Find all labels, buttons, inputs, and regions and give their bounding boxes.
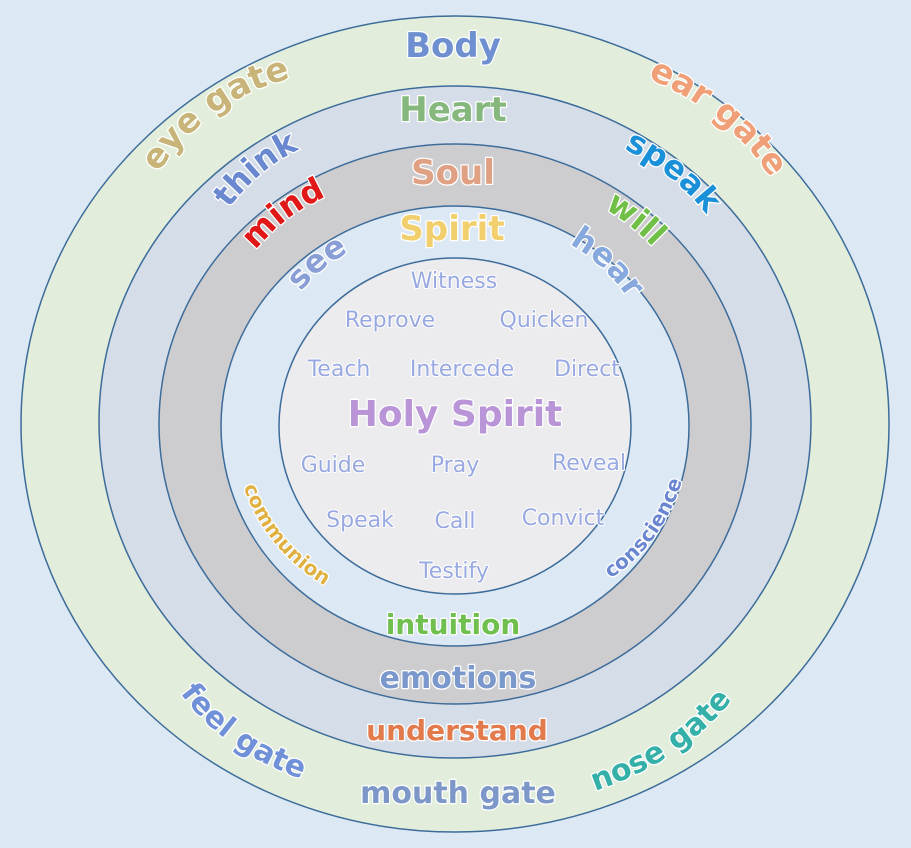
core-word: Teach bbox=[307, 357, 371, 382]
core-word: Pray bbox=[431, 453, 479, 478]
core-word: Convict bbox=[522, 506, 605, 531]
understand-label: understand bbox=[366, 714, 548, 747]
holy-spirit-title: Holy Spirit bbox=[348, 394, 563, 435]
rings bbox=[20, 15, 890, 833]
emotions-label: emotions bbox=[380, 661, 537, 696]
mouth-gate-label: mouth gate bbox=[360, 776, 556, 811]
body-title: Body bbox=[405, 26, 501, 66]
core-word: Guide bbox=[301, 453, 366, 478]
core-word: Reprove bbox=[345, 308, 435, 333]
core-word: Quicken bbox=[500, 308, 589, 333]
intuition-label: intuition bbox=[386, 608, 521, 641]
core-word: Reveal bbox=[552, 451, 626, 476]
holy-spirit-core bbox=[278, 257, 632, 595]
spirit-title: Spirit bbox=[399, 209, 504, 249]
core-word: Speak bbox=[326, 508, 394, 533]
core-word: Witness bbox=[411, 269, 497, 294]
core-word: Direct bbox=[554, 357, 620, 382]
holy-spirit-words: Witness Reprove Quicken Teach Intercede … bbox=[300, 268, 627, 585]
core-word: Call bbox=[434, 509, 475, 534]
heart-title: Heart bbox=[399, 90, 506, 130]
core-word: Testify bbox=[418, 559, 489, 584]
soul-title: Soul bbox=[411, 153, 495, 193]
core-word: Intercede bbox=[410, 357, 514, 382]
